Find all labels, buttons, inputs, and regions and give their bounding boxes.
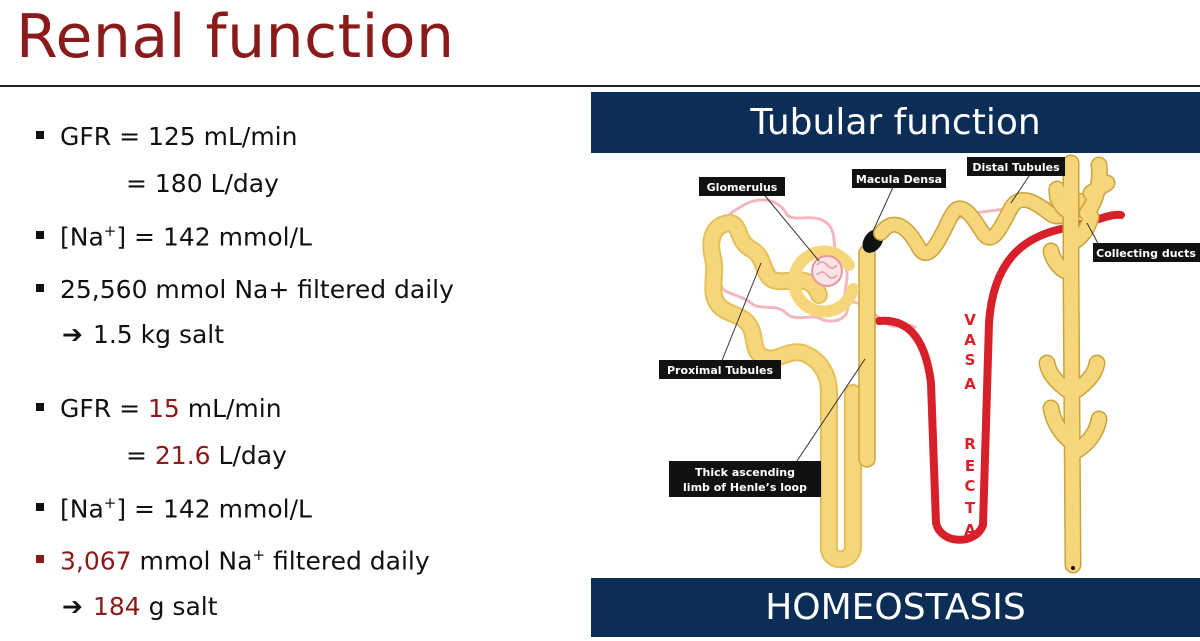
bullet-salt-normal: ➔1.5 kg salt xyxy=(62,320,224,349)
svg-text:V: V xyxy=(964,311,976,329)
bullet-salt-reduced: ➔184 g salt xyxy=(62,592,218,621)
svg-text:E: E xyxy=(965,457,975,475)
collecting-duct-outlet xyxy=(1071,566,1075,570)
label-proximal-tubules: Proximal Tubules xyxy=(659,360,781,379)
bullet-gfr-reduced-day: = 21.6 L/day xyxy=(126,441,287,470)
nephron-svg: Glomerulus Macula Densa Distal Tubules C… xyxy=(591,153,1200,578)
bullet-gfr-reduced: GFR = 15 mL/min xyxy=(36,394,282,423)
bullet-marker xyxy=(36,403,44,411)
svg-text:limb of Henle’s loop: limb of Henle’s loop xyxy=(683,481,807,494)
svg-text:A: A xyxy=(964,521,976,539)
svg-text:Macula Densa: Macula Densa xyxy=(856,173,942,186)
label-collecting-ducts: Collecting ducts xyxy=(1093,243,1200,262)
svg-text:A: A xyxy=(964,375,976,393)
page-title: Renal function xyxy=(16,2,455,72)
svg-text:R: R xyxy=(964,435,976,453)
bullet-marker xyxy=(36,503,44,511)
svg-text:S: S xyxy=(965,351,976,369)
svg-text:C: C xyxy=(964,477,975,495)
label-macula-densa: Macula Densa xyxy=(852,169,946,188)
label-distal-tubules: Distal Tubules xyxy=(967,157,1065,176)
bullet-marker xyxy=(36,555,44,563)
vasa-recta-label: V A S A R E C T A xyxy=(964,311,976,539)
svg-text:A: A xyxy=(964,331,976,349)
glomerulus-capillaries xyxy=(812,256,842,286)
tubular-function-header: Tubular function xyxy=(591,92,1200,153)
svg-text:Glomerulus: Glomerulus xyxy=(707,181,778,194)
bullet-marker xyxy=(36,231,44,239)
label-glomerulus: Glomerulus xyxy=(699,177,785,196)
thick-ascending-limb xyxy=(859,245,875,467)
arrow-icon: ➔ xyxy=(62,320,83,349)
bullet-marker xyxy=(36,131,44,139)
bullet-filtered-reduced: 3,067 mmol Na+ filtered daily xyxy=(36,546,430,575)
nephron-diagram: Glomerulus Macula Densa Distal Tubules C… xyxy=(591,153,1200,578)
bullet-gfr-normal: GFR = 125 mL/min xyxy=(36,122,297,151)
svg-text:Thick ascending: Thick ascending xyxy=(695,466,795,479)
svg-text:Collecting ducts: Collecting ducts xyxy=(1096,247,1196,260)
bullet-marker xyxy=(36,284,44,292)
bullet-sodium-normal: [Na+] = 142 mmol/L xyxy=(36,222,312,251)
title-divider xyxy=(0,85,1200,87)
svg-text:Distal Tubules: Distal Tubules xyxy=(972,161,1060,174)
bullet-filtered-normal: 25,560 mmol Na+ filtered daily xyxy=(36,275,454,304)
arrow-icon: ➔ xyxy=(62,592,83,621)
svg-text:T: T xyxy=(965,499,976,517)
bullet-sodium-reduced: [Na+] = 142 mmol/L xyxy=(36,494,312,523)
svg-text:Proximal Tubules: Proximal Tubules xyxy=(667,364,773,377)
label-thick-ascending-limb: Thick ascending limb of Henle’s loop xyxy=(669,461,821,497)
bullet-gfr-normal-day: = 180 L/day xyxy=(126,169,279,198)
homeostasis-footer: HOMEOSTASIS xyxy=(591,578,1200,637)
